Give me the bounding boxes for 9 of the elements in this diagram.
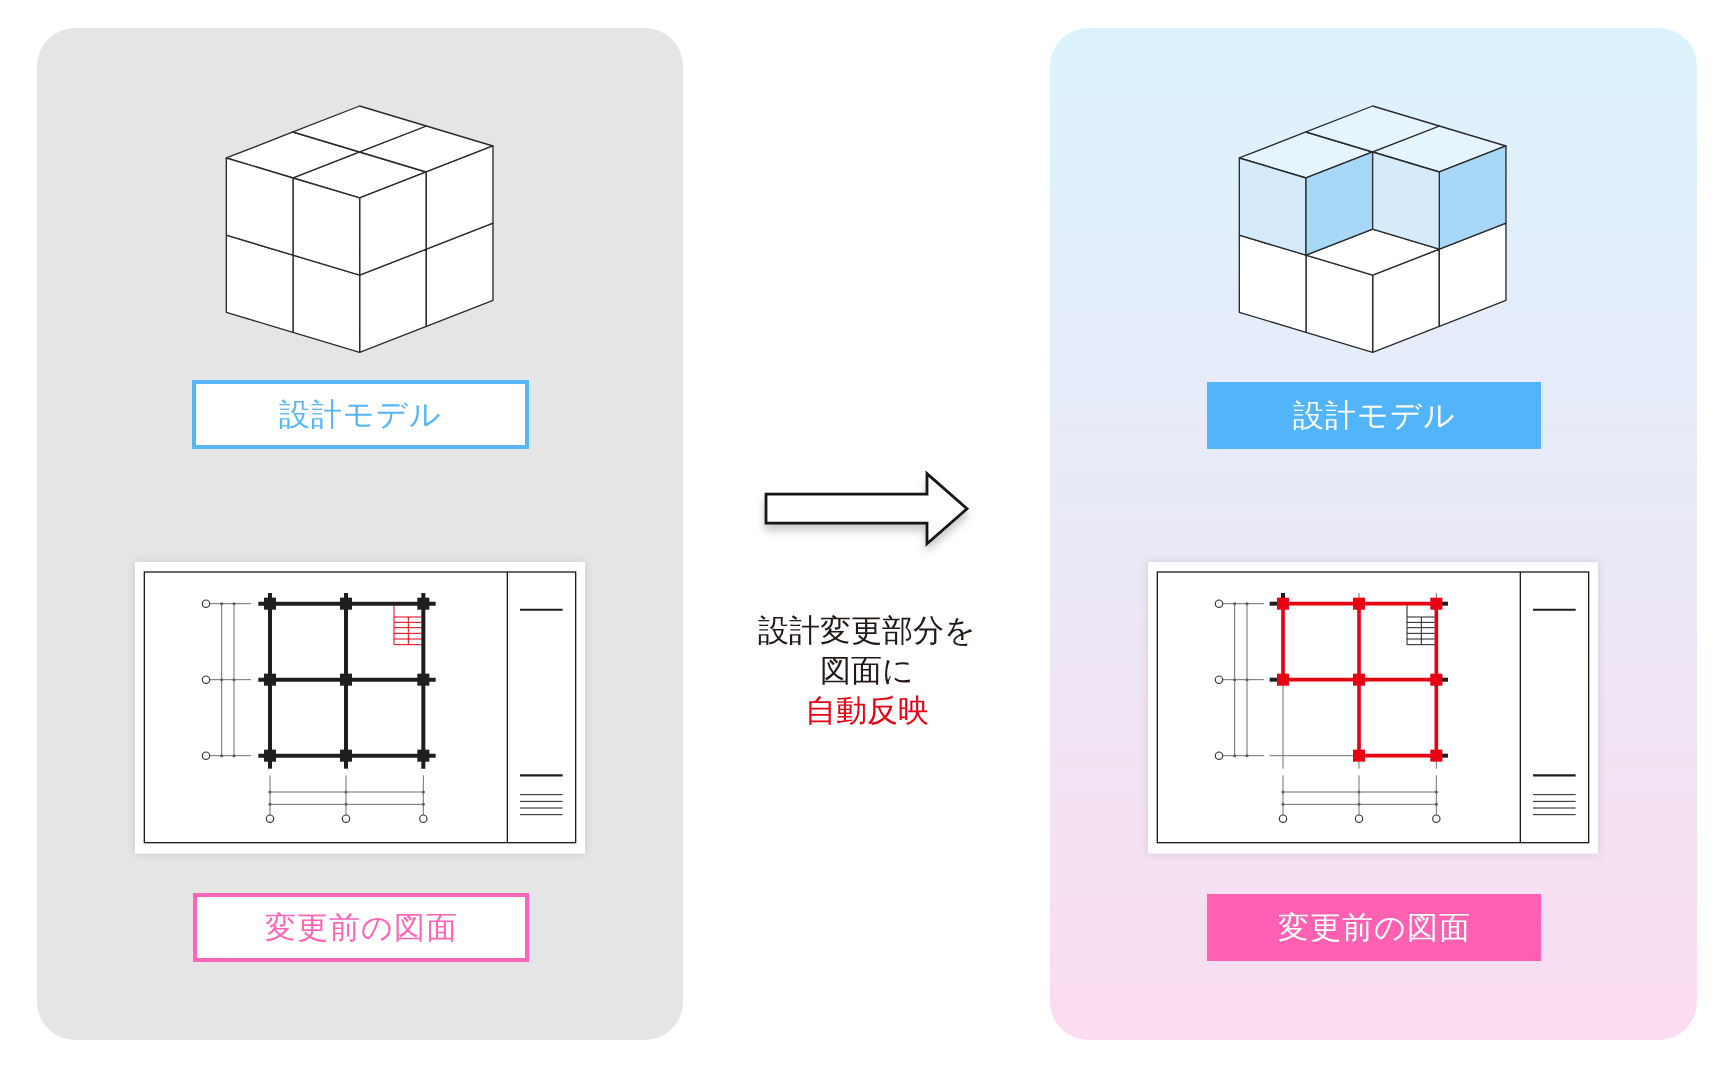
rounded-panel	[1050, 28, 1697, 1040]
filled-label: 設計モデル	[1207, 382, 1541, 449]
block-arrow	[764, 470, 970, 547]
rounded-panel	[37, 28, 683, 1040]
emphasis-text: 自動反映	[805, 691, 929, 730]
outlined-label: 設計モデル	[192, 380, 529, 449]
annotation-text: 設計変更部分を図面に	[757, 611, 977, 690]
outlined-label: 変更前の図面	[193, 893, 529, 962]
filled-label: 変更前の図面	[1207, 894, 1541, 961]
